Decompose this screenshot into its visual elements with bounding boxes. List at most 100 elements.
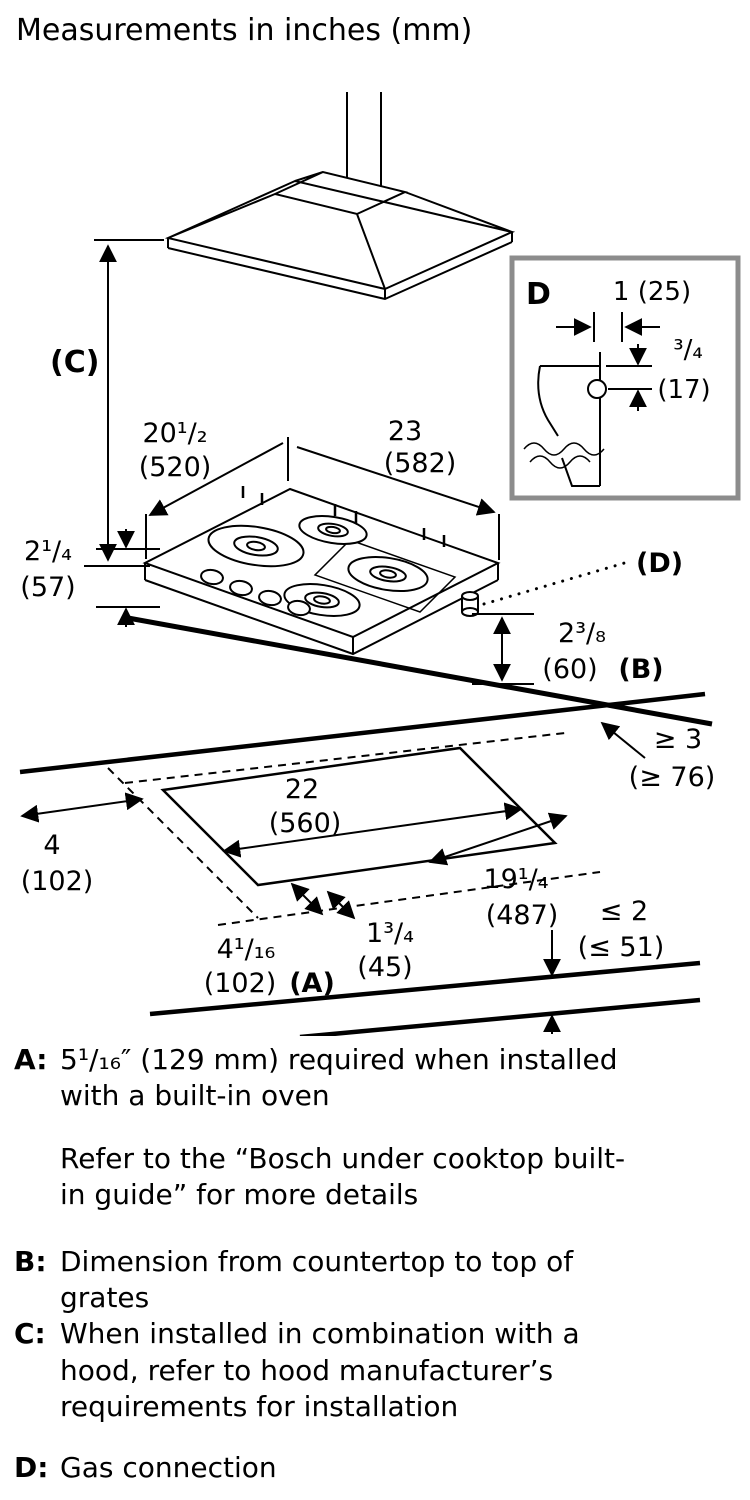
rear-clearance-in-label: ≥ 3 [654, 724, 702, 755]
note-a-text: 5¹/₁₆″ (129 mm) required when installed … [60, 1043, 618, 1113]
note-b: B: Dimension from countertop to top of g… [14, 1244, 750, 1317]
cutout-width-in-label: 22 [285, 774, 319, 805]
gas-ref-label: (D) [636, 548, 683, 579]
dim-length-arrow [296, 446, 496, 516]
dim-hood-height: (C) [50, 239, 164, 567]
dim-c-ticks [84, 239, 164, 567]
note-a-key: A: [14, 1043, 48, 1076]
dim-left-clearance: 4 (102) [20, 792, 144, 897]
inset-bracket-profile [537, 352, 601, 487]
note-refer: Refer to the “Bosch under cooktop built-… [14, 1141, 750, 1214]
gas-stub-top [461, 591, 479, 601]
note-d-key: D: [14, 1450, 49, 1484]
dim-cooktop-width: 20¹/₂ (520) [139, 418, 289, 559]
grate-tabs [241, 486, 446, 547]
dim-cooktop-height: 2¹/₄ (57) [20, 529, 160, 627]
hood-outline [164, 92, 516, 301]
hood-drawing [164, 92, 516, 301]
control-knobs [200, 568, 311, 617]
gas-hole [587, 379, 607, 399]
inset-offset-ticks [593, 312, 623, 342]
note-refer-key [14, 1141, 60, 1214]
diagram-title: Measurements in inches (mm) [16, 13, 472, 48]
note-b-key: B: [14, 1244, 47, 1278]
rear-clearance-arrow [600, 721, 646, 759]
note-refer-text: Refer to the “Bosch under cooktop built-… [60, 1141, 626, 1212]
dim-length-in-label: 23 [388, 416, 422, 447]
cooktop-footprint-rear-dashed [124, 732, 566, 784]
note-c: C: When installed in combination with a … [14, 1316, 750, 1425]
front-clearance-mm-label: (102) [204, 968, 277, 999]
left-clearance-arrow [20, 792, 144, 823]
knob-3 [258, 589, 282, 607]
front-overhang-in-label: 1³/₄ [366, 918, 414, 949]
gas-connection-pointer: (D) [482, 548, 683, 606]
note-b-text: Dimension from countertop to top of grat… [60, 1244, 574, 1314]
inset-title: D [526, 277, 551, 312]
cutout-plan: 22 (560) ≥ 3 (≥ 76) 4 (102) 19¹/₄ (487) … [19, 691, 716, 1036]
rear-clearance-mm-label: (≥ 76) [629, 762, 716, 793]
note-d-text: Gas connection [60, 1450, 277, 1484]
wok-plate-outline [313, 539, 457, 613]
cutout-width-mm-label: (560) [269, 808, 342, 839]
dim-grate-mm-label: (60) [542, 654, 597, 685]
dim-front-overhang: 1³/₄ (45) [326, 890, 414, 983]
front-overhang-mm-label: (45) [357, 952, 412, 983]
inset-height-ticks [606, 365, 652, 390]
cutout-depth-mm-label: (487) [486, 900, 559, 931]
cutout-depth-in-label: 19¹/₄ [483, 864, 548, 895]
inset-height-mm-label: (17) [657, 375, 710, 405]
cooktop-drawing [142, 486, 501, 656]
front-clearance-in-label: 4¹/₁₆ [217, 934, 276, 965]
cooktop-footprint-left-dashed [107, 767, 259, 919]
dim-width-arrow [148, 442, 284, 516]
note-d: D: Gas connection [14, 1450, 750, 1486]
dim-width-ticks [145, 437, 289, 559]
note-a: A: 5¹/₁₆″ (129 mm) required when install… [14, 1042, 750, 1115]
gas-stub-sides [461, 596, 479, 612]
dim-cutout-width: 22 (560) [222, 774, 523, 858]
front-edge-mm-label: (≤ 51) [578, 932, 665, 963]
front-clearance-ref-label: (A) [289, 968, 335, 999]
burner-back-center [298, 515, 368, 545]
dim-grate-height: 2³/₈ (60) (B) [472, 613, 664, 685]
front-overhang-arrow [326, 890, 356, 920]
dim-front-edge: ≤ 2 (≤ 51) [543, 896, 665, 1034]
inset-border [509, 255, 741, 501]
dim-height-ticks [96, 548, 160, 608]
counter-rear-edge [19, 691, 706, 775]
dim-grate-ticks [472, 613, 534, 685]
gas-pointer-dotted-line [482, 560, 630, 606]
gas-connection-stub [461, 591, 479, 617]
dim-height-in-label: 2¹/₄ [24, 536, 72, 567]
dim-cooktop-length: 23 (582) [296, 416, 500, 560]
inset-break-squiggle [523, 442, 605, 469]
dim-rear-clearance: ≥ 3 (≥ 76) [600, 721, 716, 793]
dim-grate-ref-label: (B) [618, 654, 663, 685]
dim-length-mm-label: (582) [384, 448, 457, 479]
dim-c-label: (C) [50, 345, 99, 380]
cutout-depth-arrow [428, 812, 568, 866]
left-clearance-mm-label: (102) [21, 866, 94, 897]
front-clearance-arrow [290, 882, 324, 916]
installation-diagram: Measurements in inches (mm) (C) D 1 (25)… [16, 13, 741, 1036]
counter-front-edge-top [149, 960, 701, 1017]
knob-4 [287, 599, 311, 617]
gas-detail-inset: D 1 (25) ³/₄ (17) [509, 255, 741, 501]
footnotes: A: 5¹/₁₆″ (129 mm) required when install… [0, 1036, 750, 1486]
inset-height-in-label: ³/₄ [673, 335, 703, 365]
note-c-key: C: [14, 1317, 46, 1351]
inset-offset-label: 1 (25) [613, 277, 691, 307]
knob-1 [200, 568, 224, 586]
left-clearance-in-label: 4 [43, 830, 60, 861]
cooktop-outline [142, 487, 501, 656]
note-c-text: When installed in combination with a hoo… [60, 1317, 580, 1424]
counter-front-edge-bottom [299, 997, 701, 1036]
knob-2 [229, 579, 253, 597]
burners [207, 515, 429, 617]
dim-height-mm-label: (57) [20, 572, 75, 603]
dim-cutout-depth: 19¹/₄ (487) [428, 812, 568, 931]
front-edge-in-label: ≤ 2 [600, 896, 648, 927]
burner-front-left [207, 524, 305, 568]
burner-right [347, 556, 429, 592]
